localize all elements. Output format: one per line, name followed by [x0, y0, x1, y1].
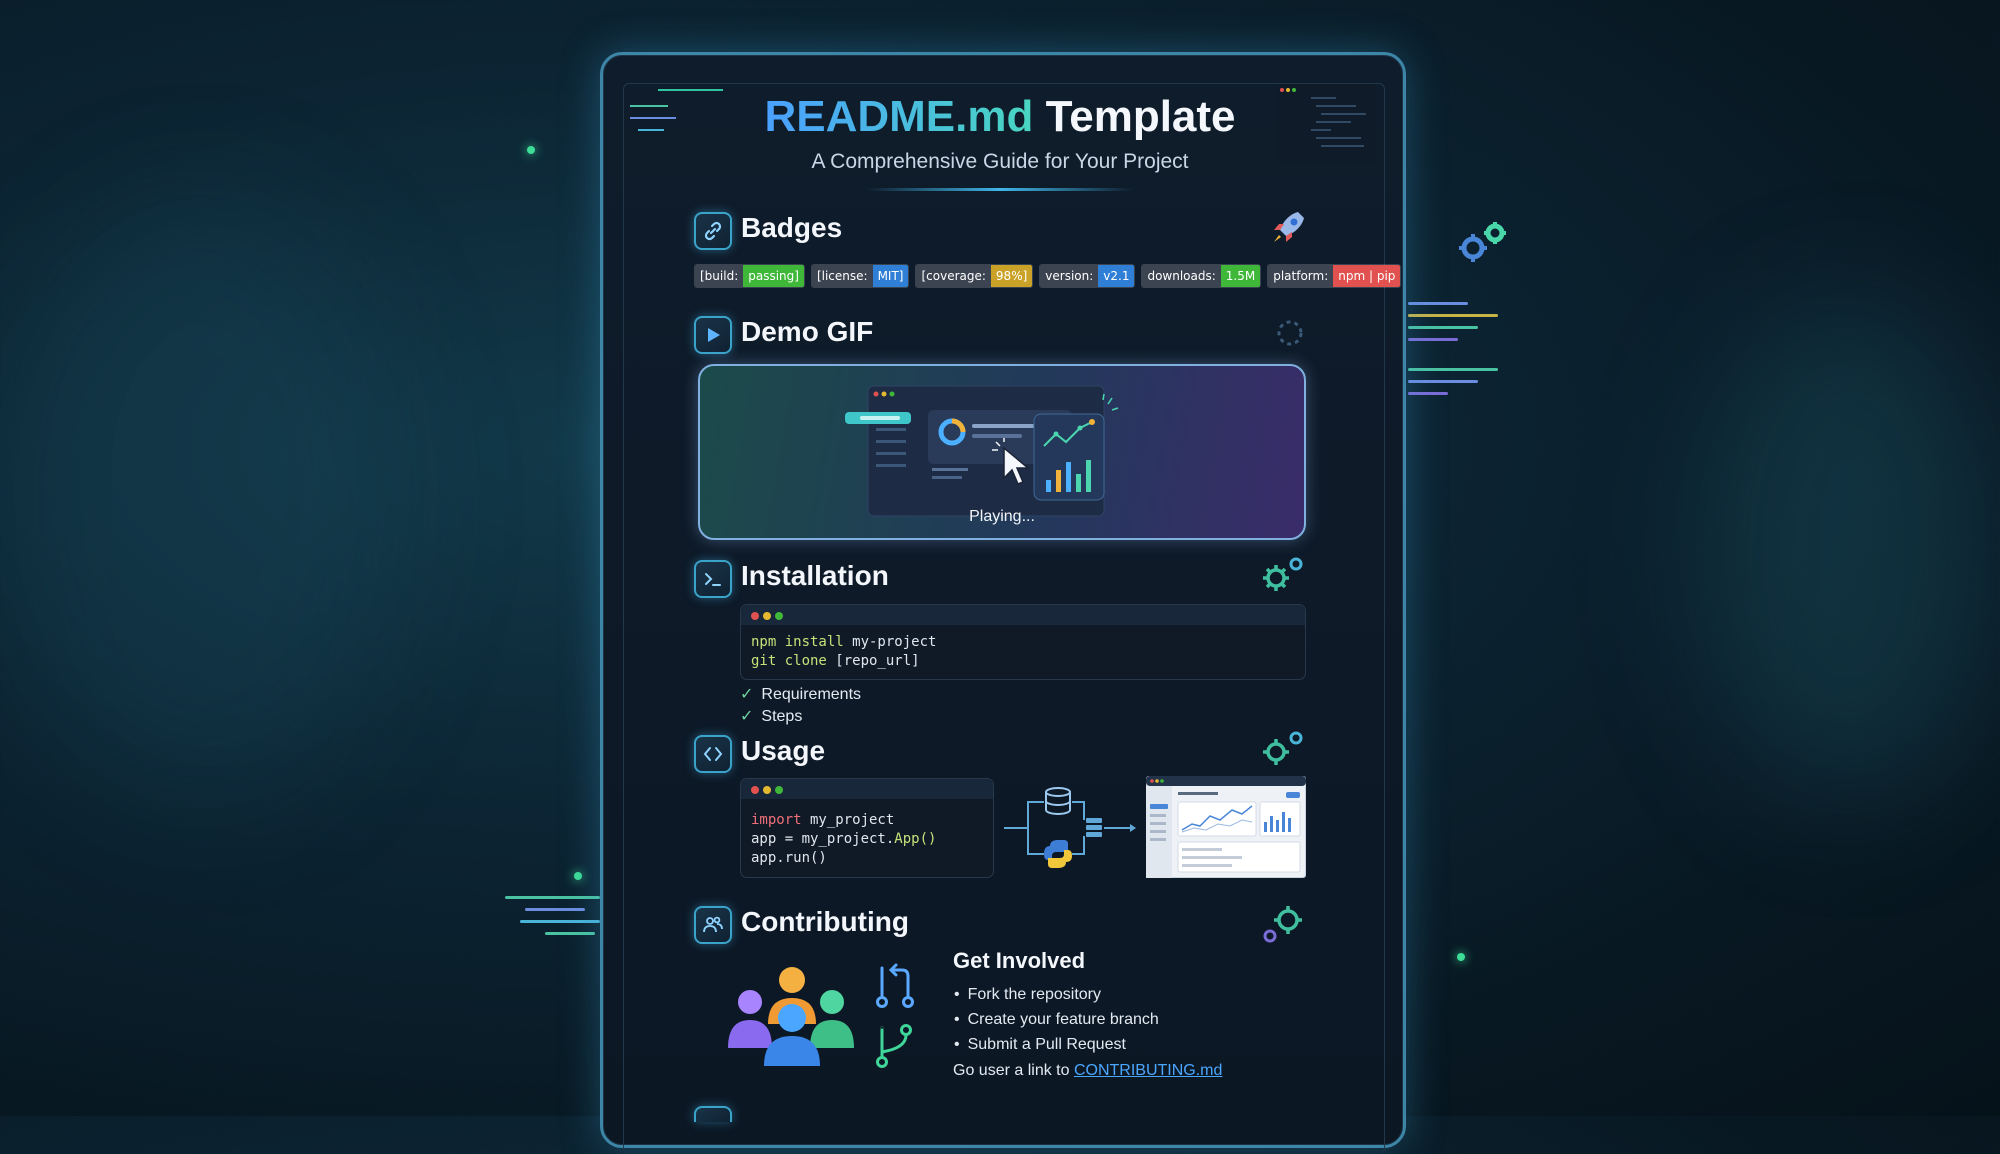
contributing-link-line: Go user a link to CONTRIBUTING.md: [953, 1062, 1222, 1080]
contributors-group-icon: [728, 962, 854, 1066]
window-maximize-dot: [775, 612, 783, 620]
badge-platform[interactable]: platform:npm | pip: [1267, 264, 1401, 288]
code-function: App(): [894, 831, 936, 847]
code-argument: [repo_url]: [827, 653, 920, 669]
badge-key: [coverage:: [916, 265, 990, 287]
badge-version[interactable]: version:v2.1: [1039, 264, 1135, 288]
code-window-titlebar: [741, 779, 993, 799]
section-title-installation: Installation: [741, 560, 889, 592]
page-title-md: README.md: [764, 92, 1033, 141]
section-title-usage: Usage: [741, 735, 825, 767]
demo-gif-player[interactable]: Playing...: [698, 364, 1306, 540]
badge-coverage[interactable]: [coverage:98%]: [915, 264, 1033, 288]
gear-icon: [1258, 902, 1306, 946]
link-icon: [694, 212, 732, 250]
data-flow-diagram-icon: [1000, 780, 1140, 876]
contributing-link[interactable]: CONTRIBUTING.md: [1074, 1062, 1222, 1079]
install-code-lines: npm install my-project git clone [repo_u…: [741, 625, 1305, 679]
code-text: app = my_project.: [751, 831, 894, 847]
install-checklist: ✓ Requirements ✓ Steps: [740, 684, 861, 728]
badge-key: platform:: [1268, 265, 1333, 287]
next-section-icon: [694, 1106, 732, 1122]
section-title-contributing: Contributing: [741, 906, 909, 938]
badge-key: version:: [1040, 265, 1098, 287]
check-icon: ✓: [740, 686, 753, 703]
section-title-badges: Badges: [741, 212, 842, 244]
list-item-label: Create your feature branch: [968, 1011, 1159, 1028]
decor-code-lines: [505, 896, 605, 944]
usage-code-block[interactable]: import my_project app = my_project.App()…: [740, 778, 994, 878]
decor-dot: [1457, 953, 1465, 961]
bullet-icon: •: [954, 1036, 960, 1053]
rocket-icon: [1268, 208, 1308, 248]
play-icon: [694, 316, 732, 354]
list-item: • Fork the repository: [954, 982, 1159, 1007]
gear-icon: [1455, 218, 1515, 268]
dashboard-preview-icon: [1146, 776, 1306, 878]
git-branch-icon: [874, 1022, 916, 1070]
background-glow-right: [1700, 300, 2000, 800]
badge-license[interactable]: [license:MIT]: [811, 264, 910, 288]
page-title: README.md Template: [600, 92, 1400, 142]
decor-code-lines: [1408, 368, 1518, 404]
title-divider: [865, 188, 1135, 191]
list-item-label: Submit a Pull Request: [968, 1036, 1126, 1053]
code-argument: my-project: [844, 634, 937, 650]
window-maximize-dot: [775, 786, 783, 794]
gear-icon: [1258, 554, 1306, 594]
readme-header: README.md Template A Comprehensive Guide…: [600, 92, 1400, 191]
pull-request-icon: [874, 962, 916, 1010]
list-item: • Submit a Pull Request: [954, 1032, 1159, 1057]
bullet-icon: •: [954, 1011, 960, 1028]
gear-icon: [1258, 728, 1306, 768]
badge-value: 98%]: [991, 265, 1032, 287]
install-code-block[interactable]: npm install my-project git clone [repo_u…: [740, 604, 1306, 680]
badge-key: [build:: [695, 265, 743, 287]
people-icon: [694, 906, 732, 944]
badge-value: 1.5M: [1221, 265, 1260, 287]
badge-row: [build:passing] [license:MIT] [coverage:…: [694, 264, 1401, 288]
list-item: ✓ Requirements: [740, 684, 861, 706]
usage-code-lines: import my_project app = my_project.App()…: [741, 799, 993, 876]
window-close-dot: [751, 612, 759, 620]
link-prefix-text: Go user a link to: [953, 1062, 1074, 1079]
badge-downloads[interactable]: downloads:1.5M: [1141, 264, 1261, 288]
badge-value: v2.1: [1098, 265, 1134, 287]
code-window-titlebar: [741, 605, 1305, 625]
badge-value: npm | pip: [1333, 265, 1400, 287]
page-subtitle: A Comprehensive Guide for Your Project: [600, 150, 1400, 174]
badge-key: downloads:: [1142, 265, 1220, 287]
code-keyword: import: [751, 812, 802, 828]
code-text: app.run(): [751, 850, 827, 866]
decor-dot: [574, 872, 582, 880]
contributing-steps-list: • Fork the repository • Create your featur…: [954, 982, 1159, 1057]
get-involved-heading: Get Involved: [953, 948, 1085, 974]
code-brackets-icon: [694, 735, 732, 773]
list-item: • Create your feature branch: [954, 1007, 1159, 1032]
checklist-label: Requirements: [761, 686, 861, 703]
badge-value: MIT]: [873, 265, 909, 287]
badge-build[interactable]: [build:passing]: [694, 264, 805, 288]
window-minimize-dot: [763, 786, 771, 794]
code-text: my_project: [802, 812, 895, 828]
code-command: git clone: [751, 653, 827, 669]
page-title-rest: Template: [1046, 92, 1236, 141]
checklist-label: Steps: [761, 708, 802, 725]
window-minimize-dot: [763, 612, 771, 620]
demo-status-label: Playing...: [700, 508, 1304, 526]
section-title-demo: Demo GIF: [741, 316, 873, 348]
bullet-icon: •: [954, 986, 960, 1003]
code-command: npm install: [751, 634, 844, 650]
decor-code-lines: [1408, 302, 1518, 350]
spinner-icon: [1275, 318, 1305, 348]
list-item: ✓ Steps: [740, 706, 861, 728]
badge-value: passing]: [743, 265, 804, 287]
badge-key: [license:: [812, 265, 873, 287]
window-close-dot: [751, 786, 759, 794]
list-item-label: Fork the repository: [968, 986, 1101, 1003]
terminal-icon: [694, 560, 732, 598]
decor-dot: [527, 146, 535, 154]
check-icon: ✓: [740, 708, 753, 725]
background-glow-left: [0, 200, 400, 800]
